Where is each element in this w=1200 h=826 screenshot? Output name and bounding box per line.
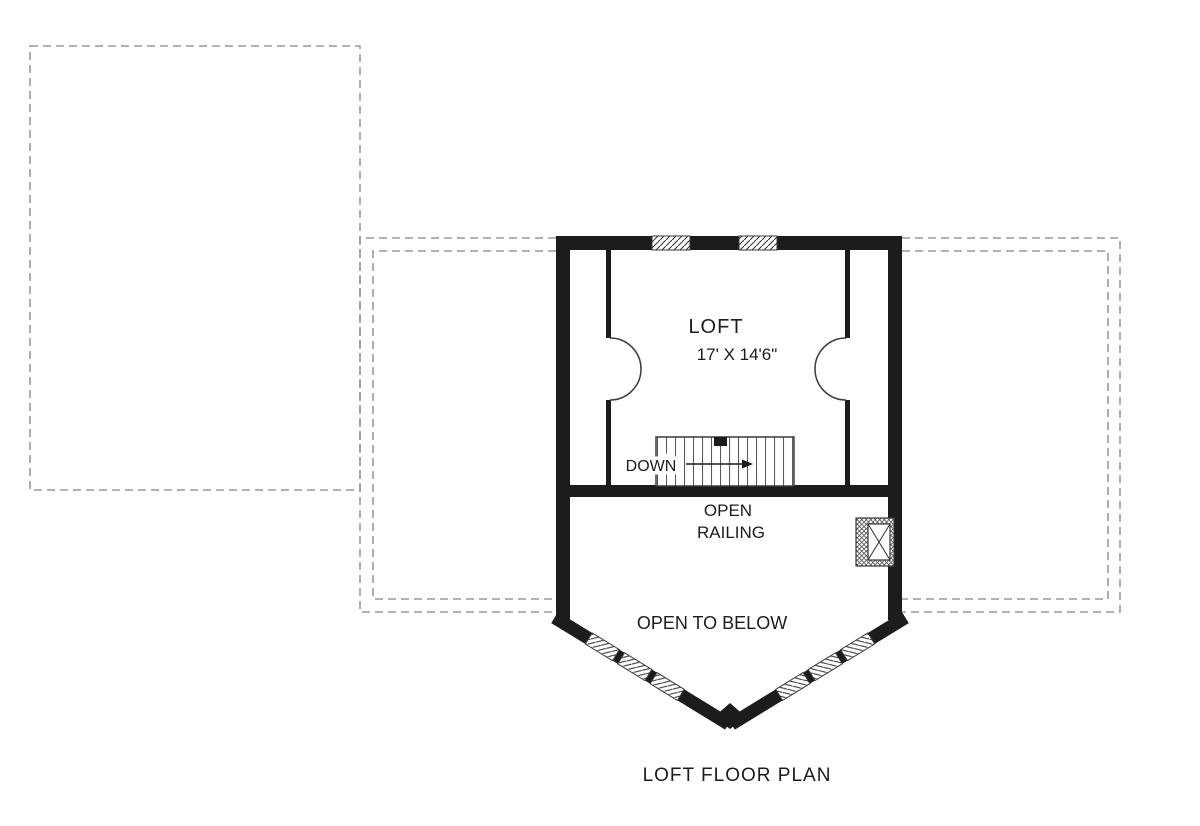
down-label: DOWN	[626, 458, 677, 475]
prow-window-icon	[584, 632, 621, 662]
prow-window-icon	[775, 671, 811, 702]
left-deck-outer-outline	[359, 237, 556, 613]
right-partition-upper	[845, 250, 850, 338]
left-wall	[556, 236, 570, 620]
open-railing-label-line1: OPEN	[704, 501, 752, 520]
plan-title: LOFT FLOOR PLAN	[643, 765, 832, 786]
plan-labels: LOFT 17' X 14'6" DOWN OPEN RAILING OPEN …	[622, 316, 832, 786]
right-deck-outer-outline	[902, 237, 1121, 613]
loft-doors	[609, 337, 847, 401]
deck-outlines	[29, 45, 1121, 613]
left-partition-lower	[606, 400, 611, 485]
loft-dimensions-label: 17' X 14'6"	[697, 345, 778, 364]
top-windows	[651, 235, 778, 251]
right-door-leaf-top	[814, 337, 847, 370]
left-door-leaf-bottom	[609, 368, 642, 401]
prow-window-icon	[617, 652, 653, 682]
prow-window-icon	[839, 632, 876, 662]
loft-label: LOFT	[688, 316, 743, 338]
stair-marker	[714, 437, 727, 446]
top-window-right	[738, 235, 778, 251]
right-partition-lower	[845, 400, 850, 485]
down-arrow-icon	[686, 459, 753, 469]
prow-point	[714, 703, 746, 729]
loft-edge-railing-wall	[556, 485, 902, 497]
chimney-flue-x-icon	[867, 523, 891, 561]
staircase	[655, 436, 795, 487]
right-door-leaf-bottom	[814, 368, 847, 401]
prow-wall-right	[728, 612, 909, 730]
left-deck-inner-outline	[372, 250, 556, 600]
left-door-leaf-top	[609, 337, 642, 370]
open-railing-label-line2: RAILING	[697, 523, 765, 542]
prow-window-icon	[649, 671, 685, 702]
right-deck-inner-outline	[902, 250, 1109, 600]
top-window-left	[651, 235, 691, 251]
prow-wall-left	[551, 612, 732, 730]
prow-window-icon	[807, 652, 843, 682]
open-to-below-label: OPEN TO BELOW	[637, 613, 787, 633]
chimney	[855, 517, 895, 567]
left-partition-upper	[606, 250, 611, 338]
top-wall	[556, 236, 902, 250]
